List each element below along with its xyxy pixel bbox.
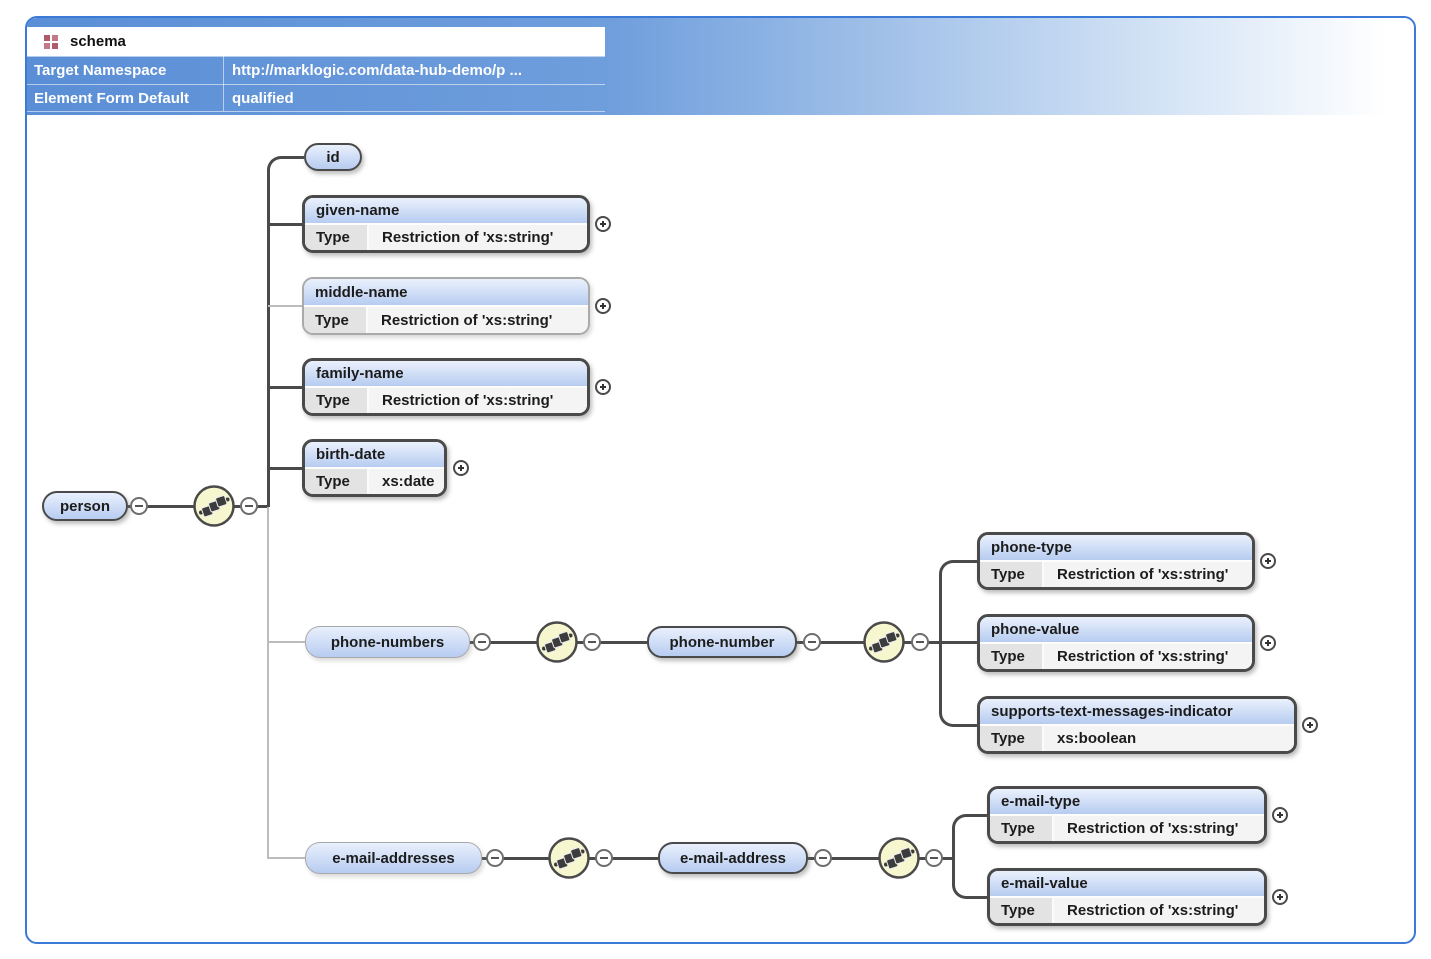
type-label: Type: [304, 307, 368, 333]
connector-line: [940, 641, 977, 644]
supports-text-messages-indicator-type-value: xs:boolean: [1044, 726, 1294, 751]
expand-icon[interactable]: [595, 379, 611, 395]
connector-trunk-optional: [267, 507, 269, 859]
element-e-mail-type-label: e-mail-type: [990, 789, 1264, 816]
element-family-name[interactable]: family-name Type Restriction of 'xs:stri…: [302, 358, 590, 416]
expand-icon[interactable]: [1272, 807, 1288, 823]
given-name-type-value: Restriction of 'xs:string': [369, 225, 587, 250]
element-supports-text-messages-indicator[interactable]: supports-text-messages-indicator Type xs…: [977, 696, 1297, 754]
table-separator: [27, 56, 605, 57]
element-supports-text-messages-indicator-label: supports-text-messages-indicator: [980, 699, 1294, 726]
element-phone-value-label: phone-value: [980, 617, 1252, 644]
element-phone-value[interactable]: phone-value Type Restriction of 'xs:stri…: [977, 614, 1255, 672]
element-e-mail-value-label: e-mail-value: [990, 871, 1264, 898]
type-label: Type: [990, 898, 1054, 923]
table-column-divider: [223, 56, 224, 111]
element-form-default-label: Element Form Default: [34, 90, 190, 107]
element-birth-date-label: birth-date: [305, 442, 444, 469]
element-id-label: id: [326, 148, 340, 166]
e-mail-type-type-value: Restriction of 'xs:string': [1054, 816, 1264, 841]
sequence-compositor-icon[interactable]: [877, 836, 921, 880]
schema-grid-icon: [44, 34, 58, 49]
sequence-compositor-icon[interactable]: [535, 620, 579, 664]
target-namespace-row: Target Namespace http://marklogic.com/da…: [27, 57, 605, 84]
element-birth-date[interactable]: birth-date Type xs:date: [302, 439, 447, 497]
sequence-compositor-icon[interactable]: [192, 484, 236, 528]
collapse-icon[interactable]: [814, 849, 832, 867]
target-namespace-label: Target Namespace: [34, 62, 167, 79]
expand-icon[interactable]: [1302, 717, 1318, 733]
schema-title: schema: [70, 33, 126, 50]
element-form-default-value: qualified: [232, 90, 294, 107]
schema-title-row[interactable]: schema: [27, 27, 605, 56]
connector-branch: [952, 814, 987, 858]
target-namespace-value: http://marklogic.com/data-hub-demo/p ...: [232, 62, 523, 79]
element-phone-numbers-label: phone-numbers: [330, 633, 445, 651]
connector-line: [268, 386, 302, 389]
schema-diagram-canvas: schema Target Namespace http://marklogic…: [25, 16, 1416, 944]
collapse-icon[interactable]: [803, 633, 821, 651]
collapse-icon[interactable]: [473, 633, 491, 651]
connector-line-optional: [268, 305, 302, 307]
expand-icon[interactable]: [1260, 635, 1276, 651]
family-name-type-value: Restriction of 'xs:string': [369, 388, 587, 413]
element-given-name-label: given-name: [305, 198, 587, 225]
type-label: Type: [980, 644, 1044, 669]
element-phone-number[interactable]: phone-number: [647, 626, 797, 658]
element-phone-number-label: phone-number: [669, 633, 775, 651]
element-id[interactable]: id: [304, 143, 362, 171]
expand-icon[interactable]: [1260, 553, 1276, 569]
phone-type-type-value: Restriction of 'xs:string': [1044, 562, 1252, 587]
table-separator: [27, 84, 605, 85]
collapse-icon[interactable]: [911, 633, 929, 651]
element-middle-name[interactable]: middle-name Type Restriction of 'xs:stri…: [302, 277, 590, 335]
element-e-mail-address-label: e-mail-address: [680, 849, 786, 867]
type-label: Type: [980, 562, 1044, 587]
connector-branch: [939, 560, 977, 643]
element-given-name[interactable]: given-name Type Restriction of 'xs:strin…: [302, 195, 590, 253]
type-label: Type: [990, 816, 1054, 841]
collapse-icon[interactable]: [595, 849, 613, 867]
expand-icon[interactable]: [595, 298, 611, 314]
connector-branch: [952, 858, 987, 899]
connector-branch: [939, 643, 977, 727]
connector-line-optional: [268, 641, 305, 643]
expand-icon[interactable]: [595, 216, 611, 232]
element-e-mail-addresses[interactable]: e-mail-addresses: [305, 842, 482, 874]
expand-icon[interactable]: [453, 460, 469, 476]
element-e-mail-address[interactable]: e-mail-address: [658, 842, 808, 874]
sequence-compositor-icon[interactable]: [862, 620, 906, 664]
table-separator: [27, 111, 605, 112]
element-family-name-label: family-name: [305, 361, 587, 388]
element-e-mail-value[interactable]: e-mail-value Type Restriction of 'xs:str…: [987, 868, 1267, 926]
element-form-default-row: Element Form Default qualified: [27, 85, 605, 112]
element-phone-type[interactable]: phone-type Type Restriction of 'xs:strin…: [977, 532, 1255, 590]
collapse-icon[interactable]: [925, 849, 943, 867]
connector-line: [268, 467, 302, 470]
type-label: Type: [305, 388, 369, 413]
element-person-label: person: [59, 497, 110, 515]
type-label: Type: [980, 726, 1044, 751]
birth-date-type-value: xs:date: [369, 469, 444, 494]
connector-trunk: [267, 156, 304, 507]
collapse-icon[interactable]: [130, 497, 148, 515]
expand-icon[interactable]: [1272, 889, 1288, 905]
middle-name-type-value: Restriction of 'xs:string': [368, 307, 588, 333]
element-person[interactable]: person: [42, 491, 128, 521]
connector-line-optional: [268, 857, 305, 859]
element-middle-name-label: middle-name: [304, 279, 588, 307]
element-e-mail-addresses-label: e-mail-addresses: [332, 849, 455, 867]
collapse-icon[interactable]: [486, 849, 504, 867]
collapse-icon[interactable]: [583, 633, 601, 651]
collapse-icon[interactable]: [240, 497, 258, 515]
connector-line: [268, 223, 302, 226]
element-e-mail-type[interactable]: e-mail-type Type Restriction of 'xs:stri…: [987, 786, 1267, 844]
type-label: Type: [305, 225, 369, 250]
element-phone-type-label: phone-type: [980, 535, 1252, 562]
phone-value-type-value: Restriction of 'xs:string': [1044, 644, 1252, 669]
element-phone-numbers[interactable]: phone-numbers: [305, 626, 470, 658]
e-mail-value-type-value: Restriction of 'xs:string': [1054, 898, 1264, 923]
type-label: Type: [305, 469, 369, 494]
sequence-compositor-icon[interactable]: [547, 836, 591, 880]
